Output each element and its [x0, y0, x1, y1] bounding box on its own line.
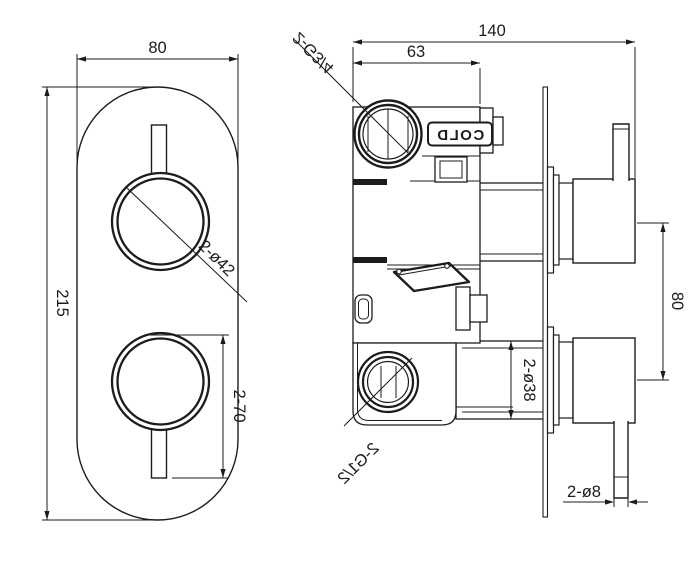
arrowhead	[508, 341, 514, 350]
handle-spacing-label: 80	[668, 292, 686, 310]
arrowhead	[353, 39, 362, 45]
bottom-escutcheon-flange-inner	[552, 334, 560, 426]
outlet-stub	[455, 286, 471, 331]
wall-plate-edge	[542, 86, 549, 518]
body-step-upper	[353, 179, 387, 185]
inlet-thread-label: 2-G3/4	[289, 28, 337, 76]
top-handle-body	[572, 178, 636, 264]
body-right-tab-small	[492, 116, 504, 146]
leader-line	[343, 357, 413, 427]
arrowhead	[220, 335, 226, 344]
cold-label: COLD	[436, 127, 485, 144]
plate-height-label: 215	[53, 289, 71, 317]
arrowhead	[605, 499, 614, 505]
bottom-knob-inner-ring	[116, 337, 205, 426]
bottom-escutcheon-flange	[546, 326, 555, 434]
paddle-pivot	[396, 268, 402, 275]
leader-line	[294, 39, 411, 156]
arrowhead	[626, 39, 635, 45]
arrowhead	[508, 410, 514, 419]
outlet-stub-small	[469, 294, 488, 323]
arrowhead	[229, 56, 238, 62]
plate-width-label: 80	[148, 39, 166, 57]
dim-total-depth: 140	[352, 22, 636, 178]
body-depth-label: 63	[407, 43, 425, 61]
dim-handle-length: 2-70	[150, 334, 248, 479]
arrowhead	[628, 499, 637, 505]
cold-tag: COLD	[427, 121, 493, 147]
top-handle-adapter	[558, 182, 574, 260]
body-step-lower	[353, 257, 387, 263]
dim-escutcheon-diameter: 2-ø38	[508, 341, 538, 419]
arrowhead	[660, 371, 666, 380]
escutcheon-diameter-label: 2-ø38	[520, 358, 538, 401]
bottom-handle-body	[572, 337, 636, 424]
dim-stem-diameter: 2-ø8	[563, 483, 648, 507]
arrowhead	[77, 56, 86, 62]
dim-body-depth: 63	[353, 43, 481, 104]
top-handle-lever	[612, 123, 630, 181]
handle-length-label: 2-70	[230, 389, 248, 422]
arrowhead	[220, 469, 226, 478]
front-view: 2-ø42 80 215 2-70	[42, 39, 248, 521]
cold-tag-box	[427, 121, 493, 147]
diverter-paddle	[392, 261, 471, 293]
total-depth-label: 140	[478, 22, 506, 40]
dim-handle-spacing: 80	[637, 222, 686, 381]
top-escutcheon-flange	[546, 166, 555, 274]
dim-plate-height: 215	[42, 86, 160, 521]
leader-line	[126, 187, 248, 303]
arrowhead	[44, 87, 50, 96]
dim-plate-width: 80	[76, 39, 239, 170]
outlet-thread-label: 2-G1/2	[334, 439, 382, 487]
bottom-handle-lever	[613, 421, 629, 499]
stem-diameter-label: 2-ø8	[567, 483, 601, 501]
bottom-handle-adapter	[558, 341, 574, 419]
top-inlet-port	[353, 99, 423, 169]
bottom-cartridge-tube	[455, 340, 548, 420]
side-view: COLD 140 6	[289, 22, 686, 518]
paddle-outline	[392, 261, 471, 293]
arrowhead	[353, 60, 362, 66]
arrowhead	[471, 60, 480, 66]
mounting-clip	[354, 294, 373, 324]
arrowhead	[660, 223, 666, 232]
top-escutcheon-flange-inner	[552, 174, 560, 266]
arrowhead	[44, 511, 50, 520]
paddle-pivot	[444, 263, 450, 269]
